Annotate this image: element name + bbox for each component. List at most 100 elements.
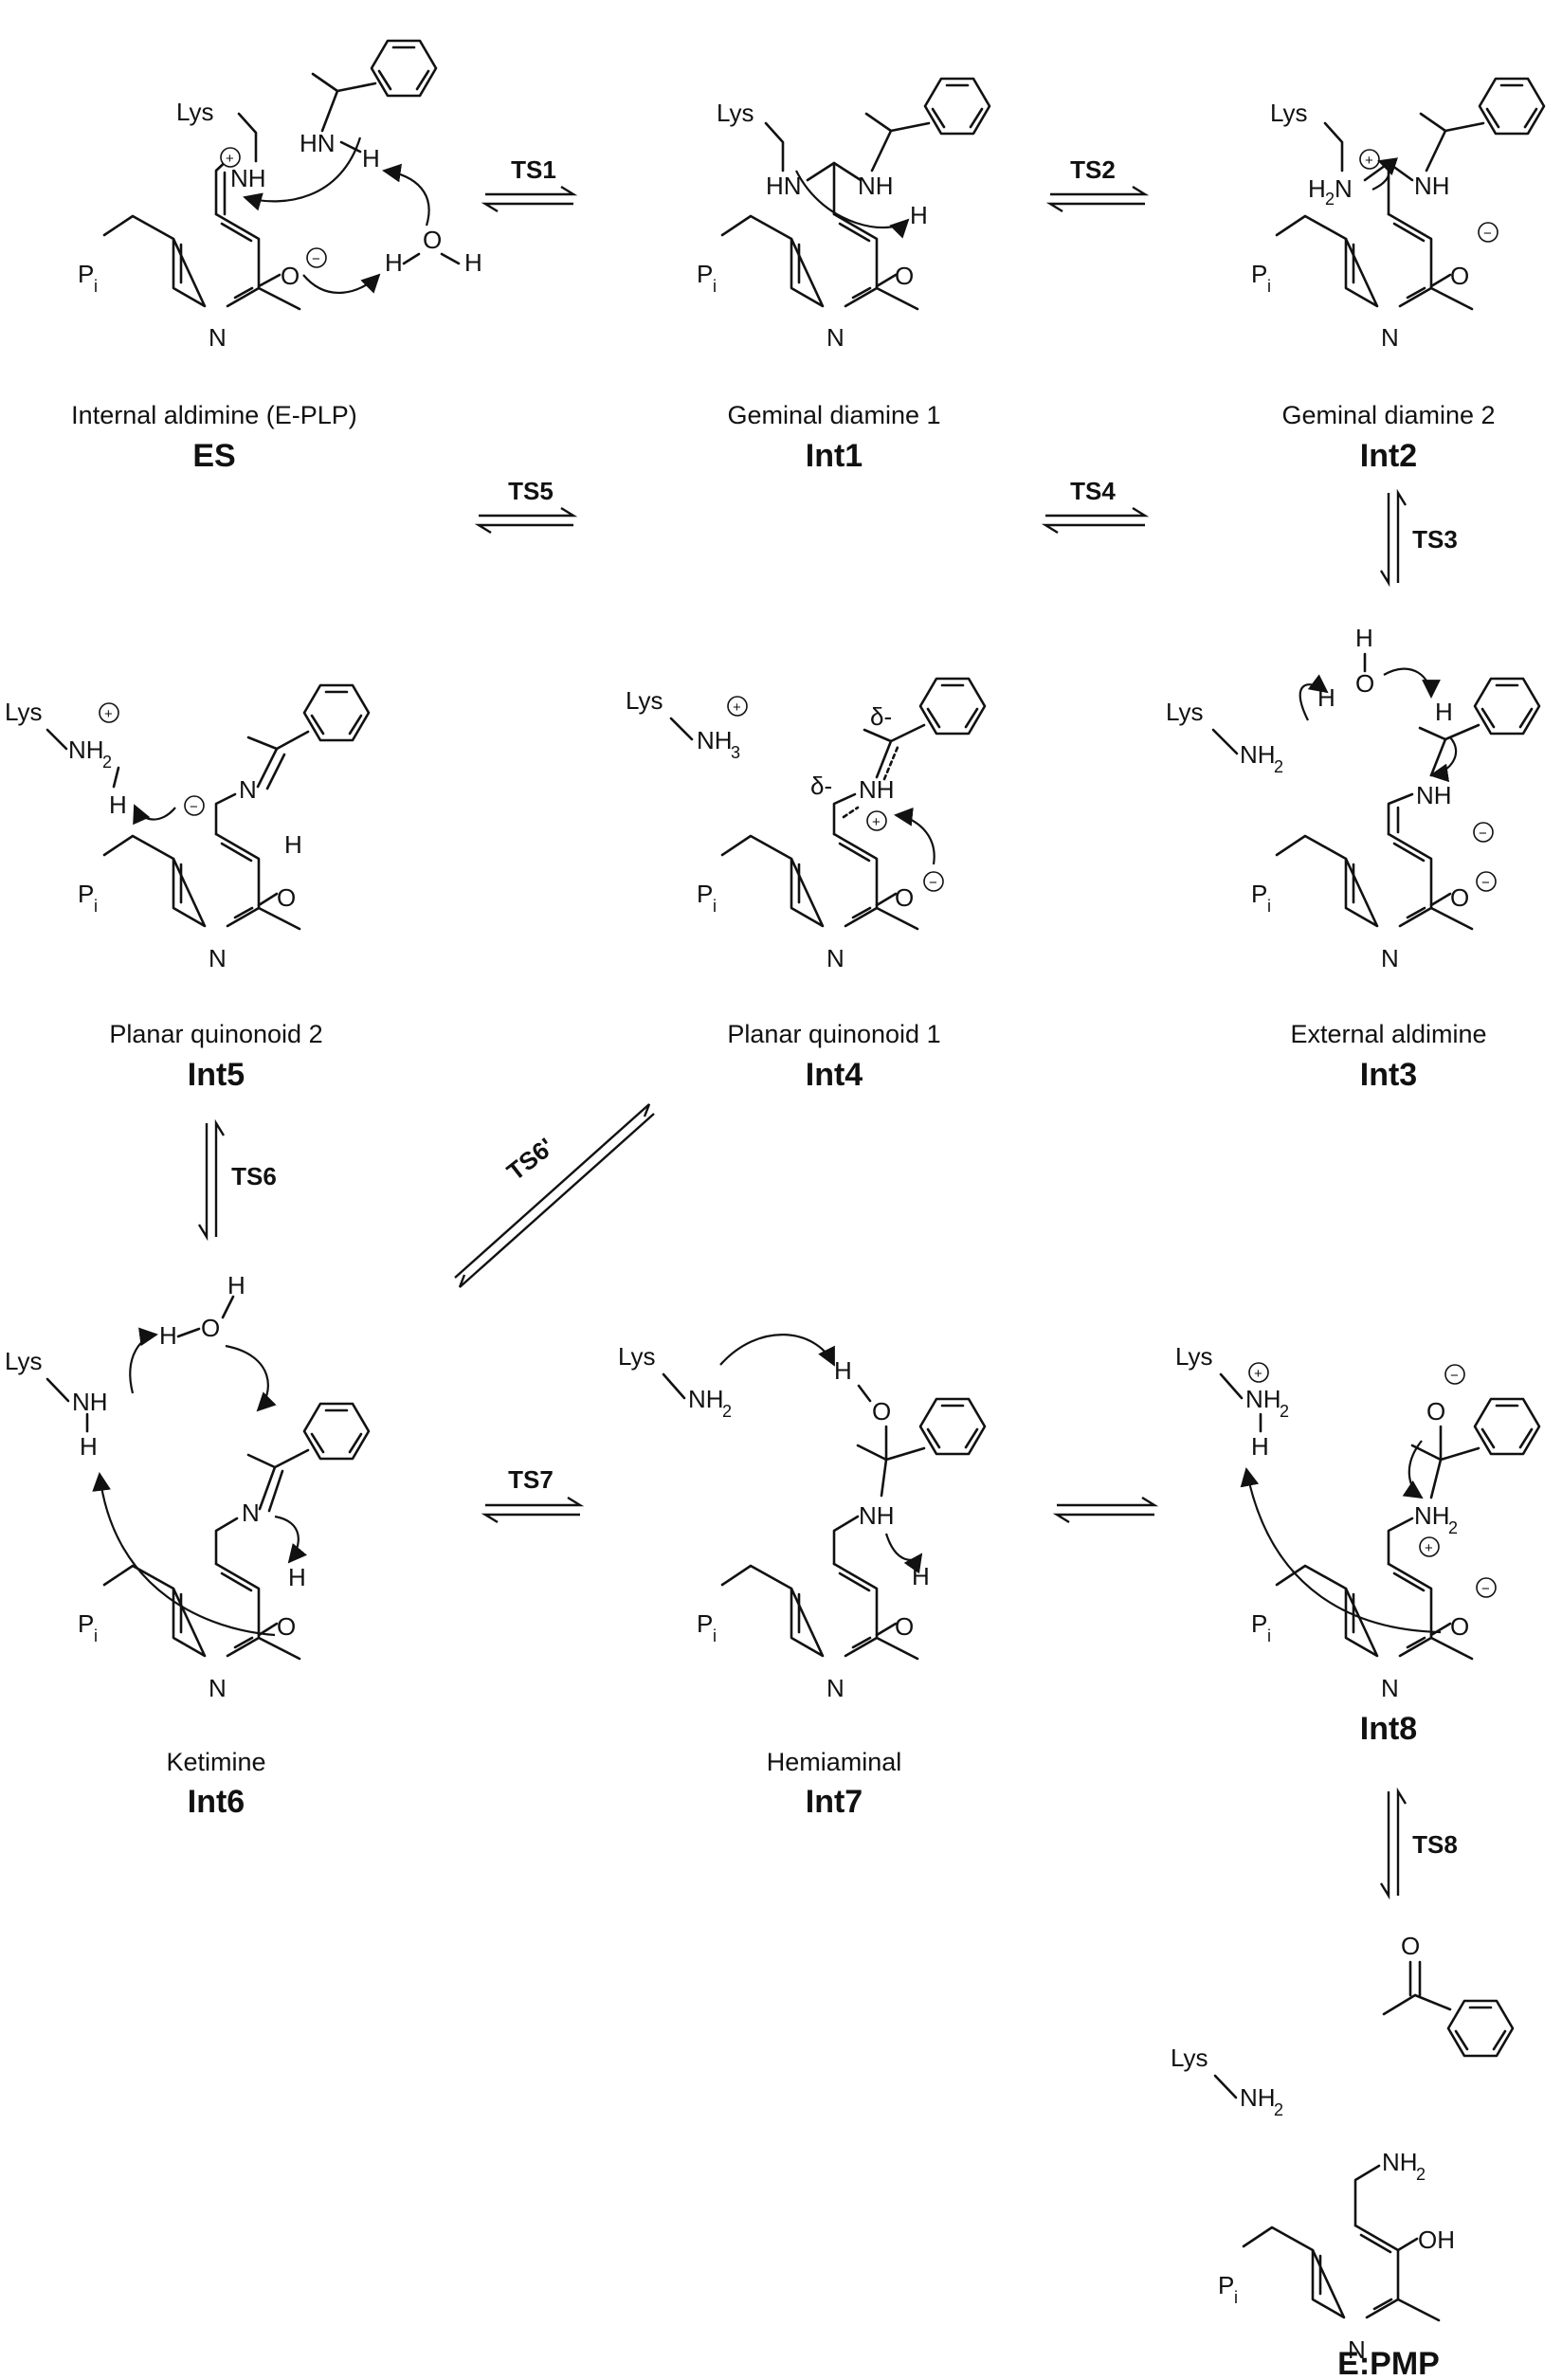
pmp-nh2: NH <box>1382 2148 1418 2176</box>
species-code-int6: Int6 <box>188 1784 245 1820</box>
lys-label: Lys <box>176 98 214 126</box>
delta-minus-2: δ- <box>870 702 892 731</box>
pyridine-n-label: N <box>826 944 845 972</box>
lys-nh2: NH <box>1240 2083 1276 2112</box>
alkoxide-o: O <box>1426 1397 1445 1426</box>
lys-label: Lys <box>1175 1342 1213 1371</box>
phosphate-label: P <box>697 260 713 288</box>
lys-nh2: NH <box>1240 740 1276 769</box>
lys-label: Lys <box>1166 698 1204 726</box>
ketone-o: O <box>1401 1932 1420 1960</box>
phosphate-label: P <box>1218 2271 1234 2299</box>
charge-minus: − <box>312 251 320 267</box>
species-ES: N P i NH + Lys O − HN H H O H <box>78 39 482 352</box>
amine-nh2-sub: 2 <box>1448 1518 1458 1537</box>
phenolate-o: O <box>1450 1612 1469 1641</box>
phosphate-label: P <box>1251 1609 1267 1638</box>
water-h1: H <box>159 1321 177 1350</box>
gem-nh: NH <box>858 172 894 200</box>
species-EPMP: O Lys NH 2 N P i NH 2 OH <box>1171 1932 1515 2364</box>
lys-h: H <box>80 1432 98 1461</box>
ts5-arrow-set: TS5 <box>474 477 578 535</box>
equilibrium-ts8: TS8 <box>1379 1787 1458 1900</box>
phosphate-label: P <box>78 260 94 288</box>
imine-nh: NH <box>230 164 266 192</box>
phenolate-o: O <box>895 883 914 912</box>
phosphate-sub: i <box>1234 2288 1238 2307</box>
ts3-label: TS3 <box>1412 525 1458 554</box>
species-code-int7: Int7 <box>806 1784 863 1820</box>
pyridine-n-label: N <box>209 944 227 972</box>
species-code-es: ES <box>192 438 235 474</box>
pmp-oh: OH <box>1418 2226 1455 2254</box>
phosphate-sub: i <box>713 1626 717 1645</box>
species-name-int3: External aldimine <box>1290 1020 1486 1048</box>
phosphate-label: P <box>1251 880 1267 908</box>
pyridine-n-label: N <box>1348 2335 1366 2364</box>
ketimine-n: N <box>239 775 257 804</box>
lys-h: H <box>1251 1432 1269 1461</box>
lys-nh2-sub: 2 <box>1280 1402 1289 1421</box>
species-name-int1: Geminal diamine 1 <box>727 401 940 429</box>
ts7-label: TS7 <box>508 1465 554 1494</box>
charge-minus-2: − <box>1481 1581 1490 1597</box>
equilibrium-ts2: TS2 <box>1045 155 1150 213</box>
ts6-prime-label: TS6' <box>501 1133 559 1187</box>
charge-minus: − <box>1450 1368 1459 1384</box>
pyridine-n-label: N <box>209 323 227 352</box>
lys-label: Lys <box>1270 99 1308 127</box>
charge-plus: + <box>1425 1540 1433 1556</box>
water-o: O <box>423 226 442 254</box>
species-name-es: Internal aldimine (E-PLP) <box>71 401 357 429</box>
species-name-int7: Hemiaminal <box>767 1748 902 1776</box>
gem-nh: NH <box>1414 172 1450 200</box>
species-code-int4: Int4 <box>806 1057 863 1093</box>
phenol-h: H <box>910 201 928 229</box>
phosphate-label: P <box>78 880 94 908</box>
species-name-int4: Planar quinonoid 1 <box>727 1020 940 1048</box>
lys-label: Lys <box>1171 2044 1208 2072</box>
species-name-int5: Planar quinonoid 2 <box>109 1020 322 1048</box>
charge-plus-2: + <box>1254 1366 1262 1382</box>
pyridine-n-label: N <box>1381 1674 1399 1702</box>
phenol-o: O <box>277 1612 296 1641</box>
lys-nh2-sub: 2 <box>722 1402 732 1421</box>
lys-label: Lys <box>5 1347 43 1375</box>
species-Int5: N P i N − O H Lys NH 2 + H <box>5 683 371 972</box>
lys-h: H <box>109 790 127 819</box>
charge-plus: + <box>872 814 881 830</box>
phenolate-o: O <box>1450 883 1469 912</box>
pyridine-n-label: N <box>826 1674 845 1702</box>
charge-plus: + <box>733 699 741 716</box>
ts2-label: TS2 <box>1070 155 1116 184</box>
species-code-int8: Int8 <box>1360 1711 1417 1747</box>
phosphate-sub: i <box>94 897 98 916</box>
equilibrium-ts3: TS3 <box>1379 488 1458 588</box>
phosphate-label: P <box>697 1609 713 1638</box>
hemiaminal-o: O <box>872 1397 891 1426</box>
phenolate-o: O <box>281 262 300 290</box>
amine-h: H <box>362 144 380 173</box>
gem-h2n: H <box>1308 174 1326 203</box>
charge-minus: − <box>929 875 937 891</box>
phosphate-label: P <box>78 1609 94 1638</box>
water-o: O <box>1355 669 1374 698</box>
pyridine-n-label: N <box>1381 944 1399 972</box>
ts5-label-main: TS5 <box>508 477 554 505</box>
water-h1: H <box>385 248 403 277</box>
species-Int8: N P i NH 2 + O − O − Lys NH 2 + H <box>1175 1342 1541 1702</box>
phenol-o: O <box>277 883 296 912</box>
lys-nh3: NH <box>697 726 733 754</box>
lys-nh2: NH <box>1245 1385 1281 1413</box>
delta-minus-1: δ- <box>810 772 832 800</box>
phenol-h: H <box>284 830 302 859</box>
hemiaminal-h: H <box>834 1356 852 1385</box>
gem-n: N <box>1335 174 1353 203</box>
charge-plus: + <box>104 706 113 722</box>
lys-nh2-sub: 2 <box>1274 2100 1283 2119</box>
ts8-label: TS8 <box>1412 1830 1458 1859</box>
ts4-label: TS4 <box>1070 477 1116 505</box>
phosphate-sub: i <box>713 277 717 296</box>
species-Int1: N P i HN NH Lys O H <box>697 77 991 352</box>
